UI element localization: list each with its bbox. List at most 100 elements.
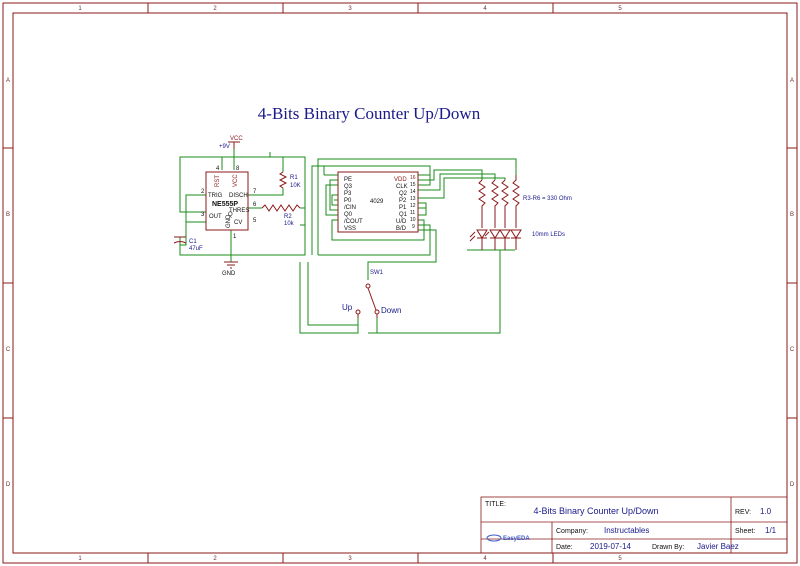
r2-ref: R2 (284, 214, 292, 220)
wires (179, 149, 517, 334)
title-block-company-value: Instructables (604, 526, 649, 535)
zone-row-d-right: D (790, 482, 795, 488)
title-block-drawn-label: Drawn By: (652, 544, 684, 551)
zone-row-c-right: C (790, 347, 795, 353)
ic4029-right-pin-clk: CLK (396, 184, 408, 190)
title-block-title-value: 4-Bits Binary Counter Up/Down (533, 506, 658, 516)
ic4029-pin-9: 9 (412, 224, 415, 230)
ic4029-right-pin-vdd: VDD (394, 177, 407, 183)
led-1 (469, 229, 488, 250)
switch-down-label: Down (381, 306, 401, 315)
zone-row-b-left: B (6, 212, 10, 218)
zone-col-2-bottom: 2 (213, 556, 217, 562)
switch-up-label: Up (342, 303, 353, 312)
ic4029-left-pin-cin: /CIN (344, 205, 356, 211)
resistor-note: R3-R6 = 330 Ohm (523, 196, 572, 202)
ic4029-name: 4029 (370, 199, 384, 205)
easyeda-logo: EasyEDA (486, 534, 530, 542)
ne555-pin-8: 8 (236, 166, 240, 172)
ne555-pin-cv: CV (234, 220, 242, 226)
title-block-sheet-label: Sheet: (735, 528, 755, 535)
zone-col-1-top: 1 (78, 6, 82, 12)
schematic-title: 4-Bits Binary Counter Up/Down (258, 104, 481, 123)
ic4029-right-pin-p1: P1 (399, 205, 407, 211)
c1-value: 47uF (189, 246, 203, 252)
ic4029-right-pin-q2: Q2 (399, 191, 408, 197)
ne555-pin-2: 2 (201, 189, 205, 195)
zone-row-d-left: D (6, 482, 11, 488)
title-block-date-label: Date: (556, 544, 573, 551)
ne555-pin-thres: THRES (229, 208, 249, 214)
zone-col-4-bottom: 4 (483, 556, 487, 562)
ic4029-left-pin-cout: /COUT (344, 219, 363, 225)
ne555-pin-q: Q (228, 212, 233, 218)
ne555-name: NE555P (212, 201, 238, 208)
title-block: TITLE: 4-Bits Binary Counter Up/Down REV… (480, 496, 788, 554)
ne555-pin-1: 1 (233, 234, 237, 240)
vcc-label: VCC (230, 136, 243, 142)
easyeda-logo-text: EasyEDA (503, 536, 530, 542)
zone-col-2-top: 2 (213, 6, 217, 12)
ic4029-pin-13: 13 (410, 196, 416, 202)
switch-sw1: SW1 Up Down (342, 270, 401, 318)
ic4029-pin-16: 16 (410, 175, 416, 181)
ic4029-pin-12: 12 (410, 203, 416, 209)
ne555-pin-trig: TRIG (208, 193, 223, 199)
ic4029-pin-11: 11 (410, 210, 415, 216)
resistor-r2: R2 10k (261, 204, 301, 227)
r1-value: 10K (290, 183, 301, 189)
led-4 (510, 229, 522, 250)
ne555-pin-7: 7 (253, 189, 257, 195)
gnd-symbol: GND (222, 261, 238, 277)
zone-col-3-bottom: 3 (348, 556, 352, 562)
ic4029-left-pin-q3: Q3 (344, 184, 353, 190)
zone-col-3-top: 3 (348, 6, 352, 12)
ne555-pin-out: OUT (209, 214, 222, 220)
led-bank: 10mm LEDs (469, 229, 565, 250)
ic4029-right-pin-p2: P2 (399, 198, 407, 204)
title-block-rev-label: REV: (735, 509, 751, 516)
led-3 (499, 229, 511, 250)
title-block-sheet-value: 1/1 (765, 526, 777, 535)
title-block-rev-value: 1.0 (760, 507, 772, 516)
ic4029-left-pin-q0: Q0 (344, 212, 353, 218)
zone-col-5-top: 5 (618, 6, 622, 12)
led-note: 10mm LEDs (532, 232, 565, 238)
ne555-pin-disch: DISCH (229, 193, 248, 199)
r2-value: 10k (284, 221, 295, 227)
r1-ref: R1 (290, 175, 298, 181)
zone-row-a-left: A (6, 78, 10, 84)
ic4029-left-pin-pe: PE (344, 177, 352, 183)
ic4029-left-pin-p0: P0 (344, 198, 352, 204)
ic4029-left-pin-p3: P3 (344, 191, 352, 197)
ic4029-right-pin-q1: Q1 (399, 212, 408, 218)
title-block-drawn-value: Javier Baez (697, 542, 739, 551)
led-2 (484, 229, 501, 250)
zone-col-4-top: 4 (483, 6, 487, 12)
title-block-title-label: TITLE: (485, 501, 506, 508)
ic4029-left-pin-vss: VSS (344, 226, 356, 232)
capacitor-c1: C1 47uF (173, 236, 203, 252)
zone-col-5-bottom: 5 (618, 556, 622, 562)
vcc-symbol: VCC +9V (219, 136, 243, 150)
ic4029-right-pin-bd: B/D (396, 226, 407, 232)
ne555-pin-3: 3 (201, 212, 205, 218)
title-block-date-value: 2019-07-14 (590, 542, 631, 551)
zone-row-b-right: B (790, 212, 794, 218)
ic-4029: 4029 PE Q3 P3 P0 /CIN Q0 /COUT VSS VDD C… (337, 171, 419, 233)
ic4029-pin-15: 15 (410, 182, 416, 188)
ne555-pin-gnd: GND (226, 214, 232, 228)
ne555-timer: RST VCC TRIG DISCH NE555P THRES OUT Q CV… (201, 166, 257, 240)
zone-labels: 1 2 3 4 5 1 2 3 4 5 A B C D A B C D (6, 6, 795, 562)
supply-label: +9V (219, 144, 230, 150)
ic4029-pin-10: 10 (410, 217, 416, 223)
title-block-company-label: Company: (556, 528, 588, 535)
zone-row-a-right: A (790, 78, 794, 84)
sw1-ref: SW1 (370, 270, 384, 276)
ne555-pin-rst: RST (215, 175, 221, 187)
ic4029-pin-14: 14 (410, 189, 416, 195)
zone-row-c-left: C (6, 347, 11, 353)
resistor-r1: R1 10K (278, 171, 301, 189)
